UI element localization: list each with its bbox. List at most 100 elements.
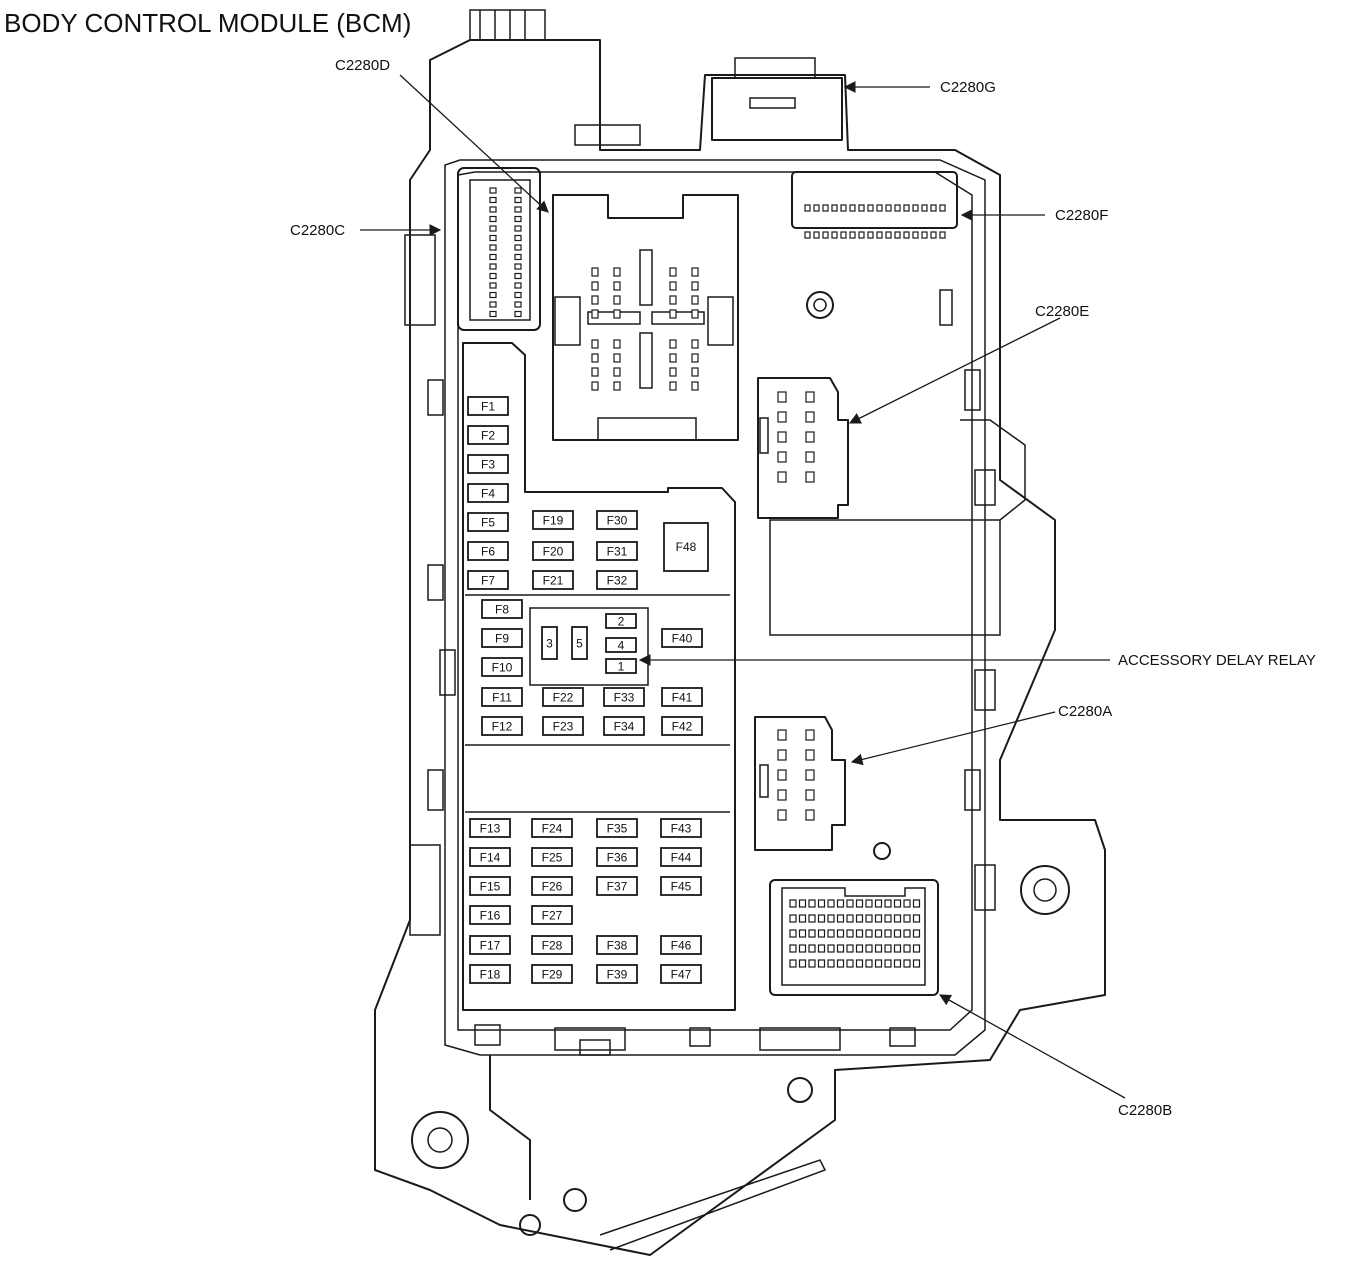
fuse-f45: F45 [660, 876, 702, 896]
connector-pin [805, 411, 815, 423]
fuse-label: F16 [480, 909, 501, 923]
connector-pin [514, 291, 522, 299]
relay-pin-1: 1 [605, 658, 637, 674]
fuse-body [531, 964, 573, 984]
connector-pin [514, 187, 522, 194]
fuse-body [469, 818, 511, 838]
fuse-label: F18 [480, 968, 501, 982]
connector-pin [805, 769, 815, 781]
connector-pin [514, 301, 522, 308]
fuse-f19: F19 [532, 510, 574, 530]
connector-pin [874, 929, 883, 938]
connector-pin [903, 914, 911, 923]
connector-pin [777, 411, 787, 423]
fuse-body [603, 716, 645, 736]
leader-c2280e [848, 317, 1061, 424]
connector-pin [849, 231, 856, 239]
connector-pin [691, 309, 699, 319]
connector-pin [884, 929, 892, 938]
fuse-label: F21 [543, 574, 564, 588]
relay-pin-body [605, 658, 637, 674]
connector-c2280e [757, 377, 849, 519]
fuse-label: F8 [495, 603, 509, 617]
leader-c2280a [850, 711, 1056, 766]
relay-pin-5: 5 [571, 626, 588, 660]
fuse-f35: F35 [596, 818, 638, 838]
fuse-label: F41 [672, 691, 693, 705]
connector-pin [798, 944, 807, 953]
label-c2280g: C2280G [940, 79, 996, 96]
connector-pin [827, 944, 835, 953]
connector-pin [894, 204, 901, 212]
connector-pin [912, 929, 921, 938]
fuse-body [481, 657, 523, 677]
connector-pin [489, 291, 497, 299]
relay-pin-label: 5 [576, 637, 583, 651]
fuse-f23: F23 [542, 716, 584, 736]
leader-c2280d [399, 74, 549, 213]
connector-pin [669, 367, 677, 377]
connector-c2280c [457, 167, 541, 331]
fuse-label: F28 [542, 939, 563, 953]
fuse-label: F45 [671, 880, 692, 894]
fuse-label: F29 [542, 968, 563, 982]
fuse-label: F26 [542, 880, 563, 894]
fuse-body [481, 599, 523, 619]
connector-pin [893, 944, 902, 953]
fuse-body [542, 716, 584, 736]
connector-pin [930, 204, 937, 212]
connector-pin [691, 281, 699, 291]
connector-pin [912, 944, 921, 953]
fuse-label: F48 [676, 540, 697, 554]
fuse-label: F35 [607, 822, 628, 836]
fuse-f20: F20 [532, 541, 574, 561]
fuse-label: F31 [607, 545, 628, 559]
connector-pin [514, 263, 522, 270]
connector-pin [805, 789, 815, 801]
connector-pin [808, 914, 816, 923]
connector-pin [489, 282, 497, 289]
fuse-label: F3 [481, 458, 495, 472]
connector-pin [912, 899, 921, 908]
fuse-label: F39 [607, 968, 628, 982]
fuse-body [660, 876, 702, 896]
relay-pin-2: 2 [605, 613, 637, 629]
fuse-label: F34 [614, 720, 635, 734]
fuse-body [469, 847, 511, 867]
connector-pin [489, 272, 497, 280]
fuse-f16: F16 [469, 905, 511, 925]
connector-pin [669, 381, 677, 391]
connector-pin [798, 959, 807, 968]
label-c2280b: C2280B [1118, 1102, 1172, 1119]
fuse-f29: F29 [531, 964, 573, 984]
fuse-f38: F38 [596, 935, 638, 955]
connector-pin [489, 301, 497, 308]
connector-pin [789, 914, 797, 923]
connector-pin [789, 944, 797, 953]
fuse-body [661, 628, 703, 648]
connector-pin [777, 451, 787, 463]
fuse-body [596, 935, 638, 955]
connector-pin [613, 339, 621, 349]
fuse-label: F2 [481, 429, 495, 443]
fuse-body [481, 687, 523, 707]
connector-pin [613, 295, 621, 305]
connector-pin [884, 959, 892, 968]
fuse-body [532, 510, 574, 530]
connector-pin [813, 204, 820, 212]
connector-pin [613, 381, 621, 391]
relay-pin-body [605, 613, 637, 629]
connector-pin [804, 231, 811, 239]
connector-pin [903, 899, 911, 908]
connector-pin [921, 231, 928, 239]
fuse-f44: F44 [660, 847, 702, 867]
connector-pin [836, 914, 845, 923]
connector-pin [903, 231, 910, 239]
connector-pin [884, 944, 892, 953]
fuse-body [663, 522, 709, 572]
fuse-body [467, 425, 509, 445]
fuse-label: F32 [607, 574, 628, 588]
connector-pin [808, 959, 816, 968]
connector-pin [836, 929, 845, 938]
